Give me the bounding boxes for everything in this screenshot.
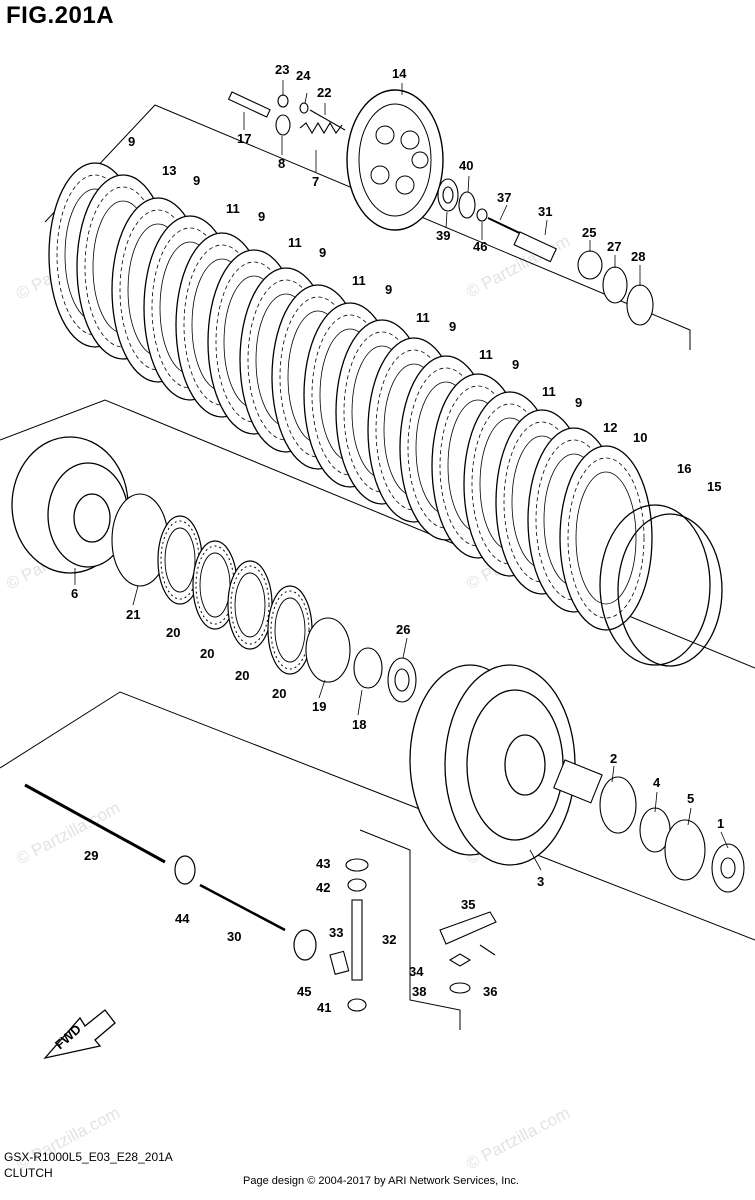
callout-42: 42 <box>316 880 330 895</box>
callout-41: 41 <box>317 1000 331 1015</box>
pressure-plate <box>346 89 444 231</box>
callout-10: 10 <box>633 430 647 445</box>
callout-22: 22 <box>317 85 331 100</box>
callout-25: 25 <box>582 225 596 240</box>
callout-9e: 9 <box>385 282 392 297</box>
callout-4: 4 <box>653 775 661 790</box>
forward-arrow: FWD <box>43 1009 116 1060</box>
callout-15: 15 <box>707 479 721 494</box>
section-name: CLUTCH <box>4 1166 53 1180</box>
callout-46: 46 <box>473 239 487 254</box>
callout-31: 31 <box>538 204 552 219</box>
model-code: GSX-R1000L5_E03_E28_201A <box>4 1150 173 1164</box>
leader-lines <box>74 80 729 871</box>
callout-3: 3 <box>537 874 544 889</box>
callout-45: 45 <box>297 984 311 999</box>
callout-11f: 11 <box>542 384 556 399</box>
callout-36: 36 <box>483 984 497 999</box>
figure-title: FIG.201A <box>6 2 115 29</box>
callout-20a: 20 <box>166 625 180 640</box>
release-parts <box>437 178 654 326</box>
callout-43: 43 <box>316 856 330 871</box>
callout-11d: 11 <box>416 310 430 325</box>
frame-lower <box>0 691 755 941</box>
callout-1: 1 <box>717 816 724 831</box>
callout-18: 18 <box>352 717 366 732</box>
disk-spring-group <box>111 493 417 703</box>
callout-19: 19 <box>312 699 326 714</box>
callout-24: 24 <box>296 68 311 83</box>
callout-26: 26 <box>396 622 410 637</box>
callout-11c: 11 <box>352 273 366 288</box>
callout-44: 44 <box>175 911 190 926</box>
rings-15-16 <box>599 504 723 667</box>
clutch-hub <box>11 436 129 574</box>
callout-11a: 11 <box>226 201 240 216</box>
callout-34: 34 <box>409 964 424 979</box>
callout-5: 5 <box>687 791 694 806</box>
callout-21: 21 <box>126 607 140 622</box>
copyright-credit: Page design © 2004-2017 by ARI Network S… <box>243 1175 519 1187</box>
gear-bearing-parts <box>553 759 745 893</box>
callout-17: 17 <box>237 131 251 146</box>
watermark-8: © Partzilla.com <box>463 1103 573 1174</box>
callout-28: 28 <box>631 249 645 264</box>
callout-8: 8 <box>278 156 285 171</box>
primary-driven-gear <box>409 664 576 866</box>
callout-14: 14 <box>392 66 407 81</box>
callout-20c: 20 <box>235 668 249 683</box>
callout-9f: 9 <box>449 319 456 334</box>
callout-13: 13 <box>162 163 176 178</box>
callout-39: 39 <box>436 228 450 243</box>
callout-9h: 9 <box>575 395 582 410</box>
callout-7: 7 <box>312 174 319 189</box>
callout-9g: 9 <box>512 357 519 372</box>
callout-20d: 20 <box>272 686 286 701</box>
callout-2: 2 <box>610 751 617 766</box>
callout-37: 37 <box>497 190 511 205</box>
callout-40: 40 <box>459 158 473 173</box>
callout-9c: 9 <box>258 209 265 224</box>
callout-11e: 11 <box>479 347 493 362</box>
callout-9d: 9 <box>319 245 326 260</box>
callout-35: 35 <box>461 897 475 912</box>
callout-16: 16 <box>677 461 691 476</box>
release-shaft <box>329 858 497 1012</box>
callout-labels: 1 2 3 4 5 6 7 8 9 9 9 9 9 9 9 9 10 11 11… <box>71 62 724 1015</box>
callout-12: 12 <box>603 420 617 435</box>
callout-32: 32 <box>382 932 396 947</box>
callout-30: 30 <box>227 929 241 944</box>
callout-27: 27 <box>607 239 621 254</box>
callout-33: 33 <box>329 925 343 940</box>
callout-20b: 20 <box>200 646 214 661</box>
callout-29: 29 <box>84 848 98 863</box>
callout-9b: 9 <box>193 173 200 188</box>
callout-38: 38 <box>412 984 426 999</box>
push-rods <box>24 783 317 961</box>
callout-23: 23 <box>275 62 289 77</box>
callout-9a: 9 <box>128 134 135 149</box>
callout-11b: 11 <box>288 235 302 250</box>
frame-shaft <box>359 829 461 1030</box>
callout-6: 6 <box>71 586 78 601</box>
